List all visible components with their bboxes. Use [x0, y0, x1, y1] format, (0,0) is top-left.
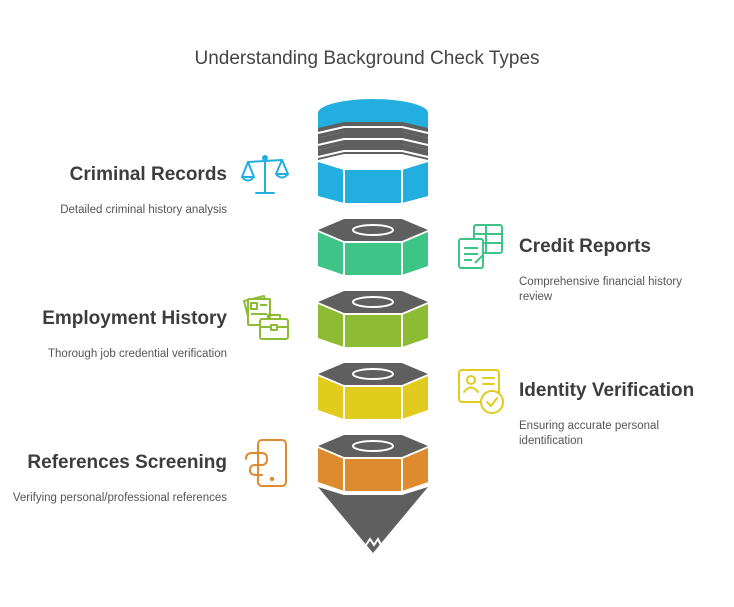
credit-reports-heading: Credit Reports	[519, 236, 651, 257]
scales-icon	[241, 155, 289, 194]
blue-segment	[317, 99, 429, 203]
orange-segment	[318, 435, 428, 491]
references-screening-heading: References Screening	[27, 452, 227, 473]
green-segment	[318, 219, 428, 275]
pencil-tip	[318, 487, 428, 553]
identity-verification-heading: Identity Verification	[519, 380, 695, 401]
diagram-title: Understanding Background Check Types	[194, 48, 540, 69]
references-screening-description: Verifying personal/professional referenc…	[12, 492, 227, 504]
spreadsheet-report-icon	[458, 224, 503, 269]
olive-segment	[318, 291, 428, 347]
criminal-records-description: Detailed criminal history analysis	[60, 204, 227, 216]
phone-call-icon	[245, 439, 287, 487]
identity-verification-description: Ensuring accurate personal identificatio…	[519, 420, 659, 447]
id-card-check-icon	[458, 369, 504, 414]
employment-history-description: Thorough job credential verification	[48, 348, 227, 360]
criminal-records-heading: Criminal Records	[69, 164, 227, 185]
yellow-segment	[318, 363, 428, 419]
employment-history-heading: Employment History	[42, 308, 227, 329]
credit-reports-description: Comprehensive financial history review	[519, 276, 682, 303]
briefcase-documents-icon	[243, 295, 289, 340]
